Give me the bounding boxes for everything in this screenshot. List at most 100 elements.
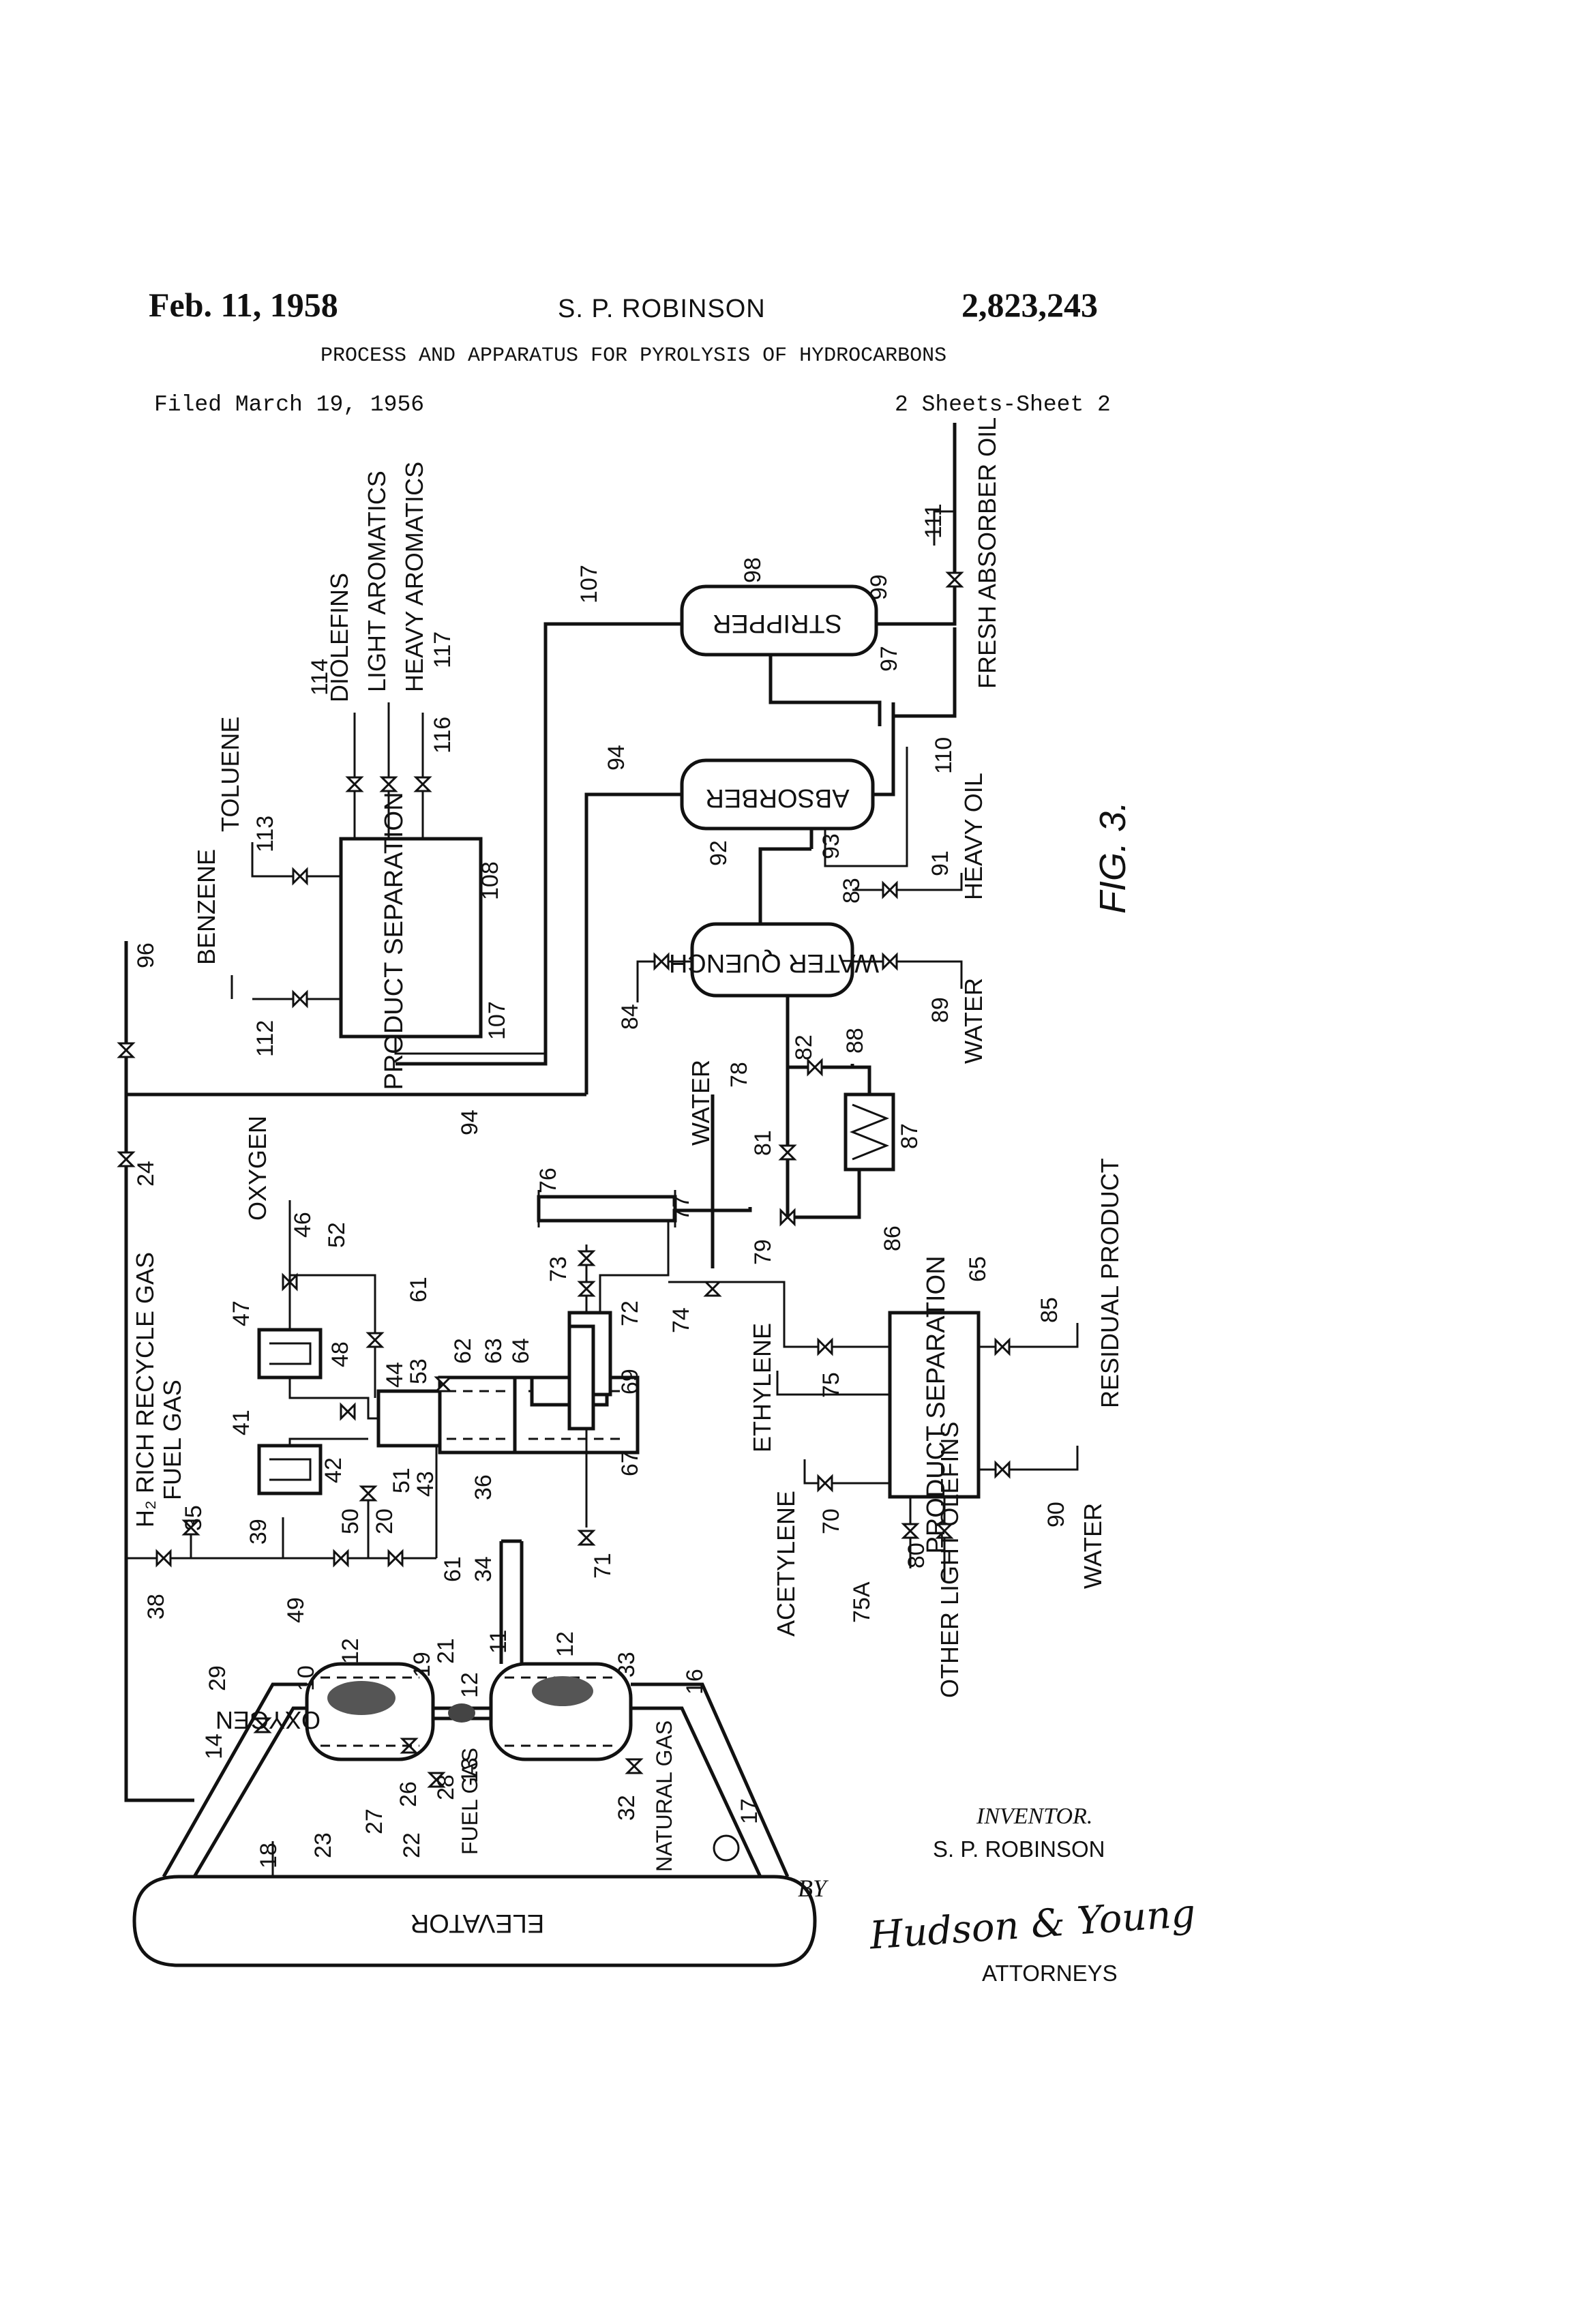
ref-88: 88	[842, 1028, 868, 1054]
ref-49: 49	[283, 1597, 309, 1623]
ref-48: 48	[327, 1341, 353, 1367]
label-heavy-oil: HEAVY OIL	[959, 773, 987, 900]
label-absorber: ABSORBER	[705, 784, 849, 812]
label-other-light-olefins: OTHER LIGHT OLEFINS	[936, 1422, 964, 1698]
ref-63: 63	[481, 1338, 507, 1364]
ref-108: 108	[477, 861, 503, 900]
tube-69	[569, 1326, 593, 1429]
valve-70	[818, 1476, 832, 1490]
ref-36: 36	[471, 1474, 496, 1500]
ref-22: 22	[399, 1832, 425, 1858]
ref-28: 28	[433, 1774, 459, 1800]
ref-41: 41	[228, 1410, 254, 1435]
valve-38	[157, 1551, 170, 1565]
ref-17: 17	[736, 1798, 762, 1824]
ref-16: 16	[682, 1669, 708, 1695]
valve-90	[996, 1463, 1009, 1476]
label-ethylene: ETHYLENE	[748, 1323, 776, 1452]
ref-116: 116	[430, 717, 456, 754]
valve-32	[627, 1759, 641, 1773]
ref-110: 110	[931, 737, 957, 774]
by-label: BY	[798, 1874, 826, 1903]
ref-75a: 75A	[849, 1581, 875, 1623]
ref-65: 65	[965, 1256, 991, 1282]
label-fuel-gas-35: FUEL GAS	[158, 1380, 186, 1500]
bottom-separation	[668, 1282, 1077, 1582]
label-stripper: STRIPPER	[713, 609, 842, 638]
ref-52: 52	[324, 1222, 350, 1248]
label-oxygen-27: OXYGEN	[215, 1706, 320, 1734]
ref-112: 112	[252, 1020, 278, 1057]
valve-50	[361, 1487, 375, 1500]
ref-26: 26	[395, 1781, 421, 1807]
valve-49	[334, 1551, 348, 1565]
ref-82: 82	[791, 1034, 817, 1060]
inventor-label: INVENTOR.	[976, 1804, 1092, 1830]
valve-96	[119, 1043, 133, 1057]
ref-76: 76	[535, 1167, 561, 1193]
ref-23: 23	[310, 1832, 336, 1858]
ref-61a: 61	[406, 1277, 432, 1302]
valve-116	[416, 777, 430, 791]
ref-114: 114	[307, 659, 333, 696]
valve-88	[808, 1060, 822, 1074]
label-light-aromatics: LIGHT AROMATICS	[363, 471, 391, 692]
ref-32: 32	[614, 1795, 640, 1821]
ref-113: 113	[252, 816, 278, 852]
ref-24: 24	[133, 1161, 159, 1187]
label-water-78: WATER	[687, 1060, 715, 1146]
ref-20: 20	[372, 1508, 398, 1534]
ref-107b: 107	[484, 1001, 510, 1040]
ref-18: 18	[256, 1843, 282, 1868]
ref-43: 43	[413, 1471, 438, 1497]
ref-14: 14	[201, 1733, 227, 1759]
burner-44	[378, 1391, 440, 1446]
label-elevator: ELEVATOR	[411, 1909, 544, 1937]
valve-52	[368, 1333, 382, 1347]
ref-33: 33	[614, 1652, 640, 1678]
ref-53: 53	[406, 1358, 432, 1384]
label-fig-3: FIG. 3.	[1092, 801, 1133, 914]
label-water-89: WATER	[959, 978, 987, 1064]
blower-17	[714, 1836, 738, 1860]
valve-75a	[904, 1524, 917, 1538]
burner-53	[440, 1377, 515, 1452]
valve-85	[996, 1340, 1009, 1354]
valve-99	[948, 573, 961, 586]
label-heavy-aromatics: HEAVY AROMATICS	[400, 462, 428, 692]
ref-11: 11	[486, 1630, 511, 1654]
valve-44	[341, 1405, 355, 1418]
valve-114	[348, 777, 361, 791]
ref-12b: 12	[552, 1631, 578, 1657]
ref-91: 91	[927, 850, 953, 876]
label-fresh-absorber-oil: FRESH ABSORBER OIL	[973, 417, 1001, 689]
valve-81	[781, 1146, 794, 1159]
ref-10: 10	[293, 1665, 319, 1691]
ref-39: 39	[245, 1519, 271, 1545]
ref-19: 19	[409, 1652, 435, 1678]
label-toluene: TOLUENE	[216, 717, 244, 832]
ref-61b: 61	[440, 1556, 466, 1582]
ref-79: 79	[750, 1239, 776, 1265]
ref-92: 92	[706, 840, 732, 866]
valve-112	[293, 992, 307, 1006]
ref-83: 83	[839, 878, 865, 904]
ref-12c: 12	[457, 1672, 483, 1698]
ref-67: 67	[617, 1450, 643, 1476]
label-residual-product: RESIDUAL PRODUCT	[1096, 1158, 1124, 1408]
ref-44: 44	[382, 1362, 408, 1388]
inventor-signature-name: S. P. ROBINSON	[933, 1836, 1105, 1862]
ref-50: 50	[338, 1508, 363, 1534]
ref-87: 87	[897, 1123, 923, 1149]
ref-29: 29	[205, 1665, 230, 1691]
ref-99: 99	[866, 574, 892, 600]
ref-42: 42	[320, 1457, 346, 1483]
ref-84: 84	[617, 1004, 643, 1030]
ref-21: 21	[433, 1638, 459, 1664]
ref-71: 71	[590, 1553, 616, 1579]
valve-113	[293, 869, 307, 883]
ref-34: 34	[471, 1556, 496, 1582]
ref-85: 85	[1036, 1297, 1062, 1323]
ref-96: 96	[133, 942, 159, 968]
